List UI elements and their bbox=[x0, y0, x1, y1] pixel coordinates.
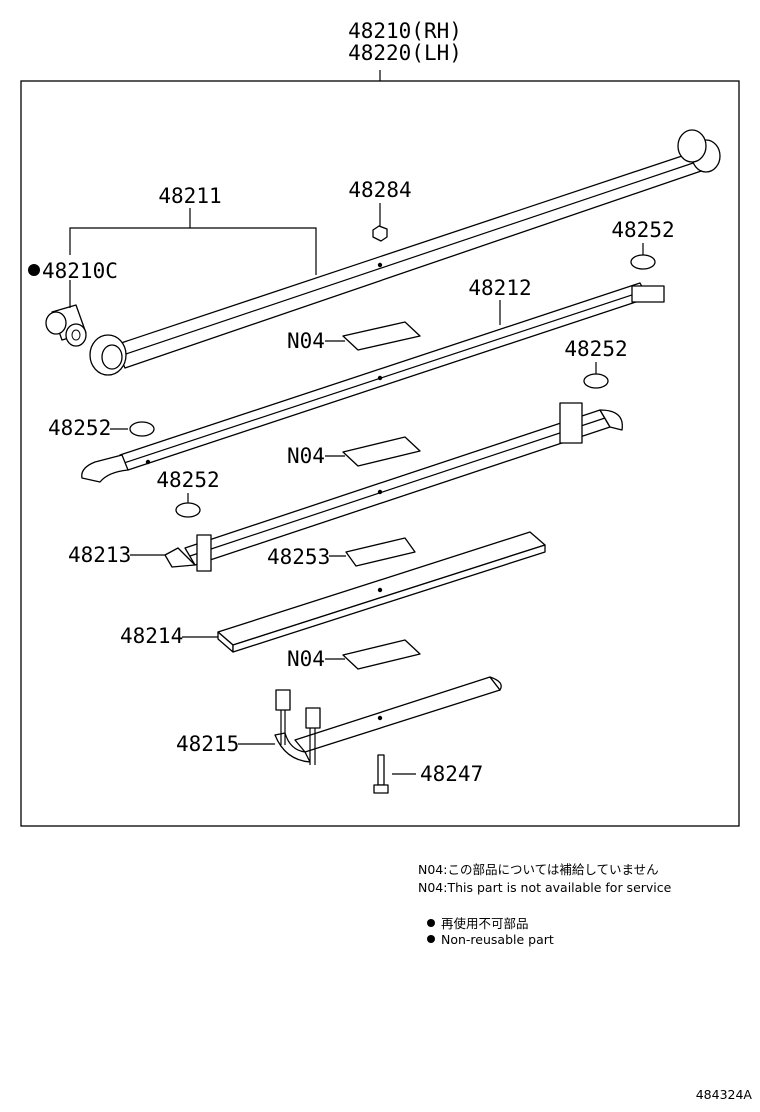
bolt-48247 bbox=[373, 754, 389, 794]
shim-n04-c bbox=[342, 639, 421, 670]
label-n04-c: N04 bbox=[287, 647, 325, 671]
non-reusable-mark-icon bbox=[28, 264, 40, 276]
label-48215: 48215 bbox=[176, 732, 239, 756]
shim-n04-a bbox=[342, 321, 421, 351]
leaf-48214 bbox=[217, 531, 546, 653]
label-48247: 48247 bbox=[420, 762, 483, 786]
spacer-48253 bbox=[345, 537, 416, 567]
leader-48211 bbox=[69, 227, 317, 275]
label-n04-b: N04 bbox=[287, 444, 325, 468]
label-48252-left: 48252 bbox=[48, 416, 111, 440]
label-48210-rh: 48210(RH) bbox=[348, 19, 462, 43]
bushing-48210c bbox=[45, 304, 87, 347]
seat-48215 bbox=[274, 676, 502, 765]
leaf-48213 bbox=[164, 402, 623, 572]
bullet-icon bbox=[427, 935, 435, 943]
leaf-48211 bbox=[89, 129, 721, 376]
note-n04-jp: N04:この部品については補給していません bbox=[418, 862, 659, 877]
label-48252-mid: 48252 bbox=[156, 468, 219, 492]
label-48214: 48214 bbox=[120, 624, 183, 648]
shim-n04-b bbox=[342, 436, 421, 467]
clip-48252-right bbox=[583, 373, 609, 389]
label-48252-top: 48252 bbox=[611, 218, 674, 242]
label-48210c: 48210C bbox=[42, 259, 118, 283]
note-nonreuse-jp: 再使用不可部品 bbox=[441, 916, 529, 931]
label-48220-lh: 48220(LH) bbox=[348, 41, 462, 65]
label-48213: 48213 bbox=[68, 543, 131, 567]
label-48211: 48211 bbox=[158, 184, 221, 208]
note-nonreuse-en: Non-reusable part bbox=[441, 932, 554, 947]
bullet-icon bbox=[427, 919, 435, 927]
label-48252-right: 48252 bbox=[564, 337, 627, 361]
clip-48252-top bbox=[630, 254, 656, 270]
label-48212: 48212 bbox=[468, 276, 531, 300]
label-48284: 48284 bbox=[348, 178, 411, 202]
clip-48252-left bbox=[129, 421, 155, 437]
label-n04-a: N04 bbox=[287, 329, 325, 353]
leaf-48212 bbox=[81, 282, 665, 483]
figure-id: 484324A bbox=[696, 1087, 753, 1102]
clip-48252-mid bbox=[175, 502, 201, 518]
note-n04-en: N04:This part is not available for servi… bbox=[418, 880, 672, 895]
label-48253: 48253 bbox=[267, 545, 330, 569]
nut-48284 bbox=[372, 225, 388, 242]
